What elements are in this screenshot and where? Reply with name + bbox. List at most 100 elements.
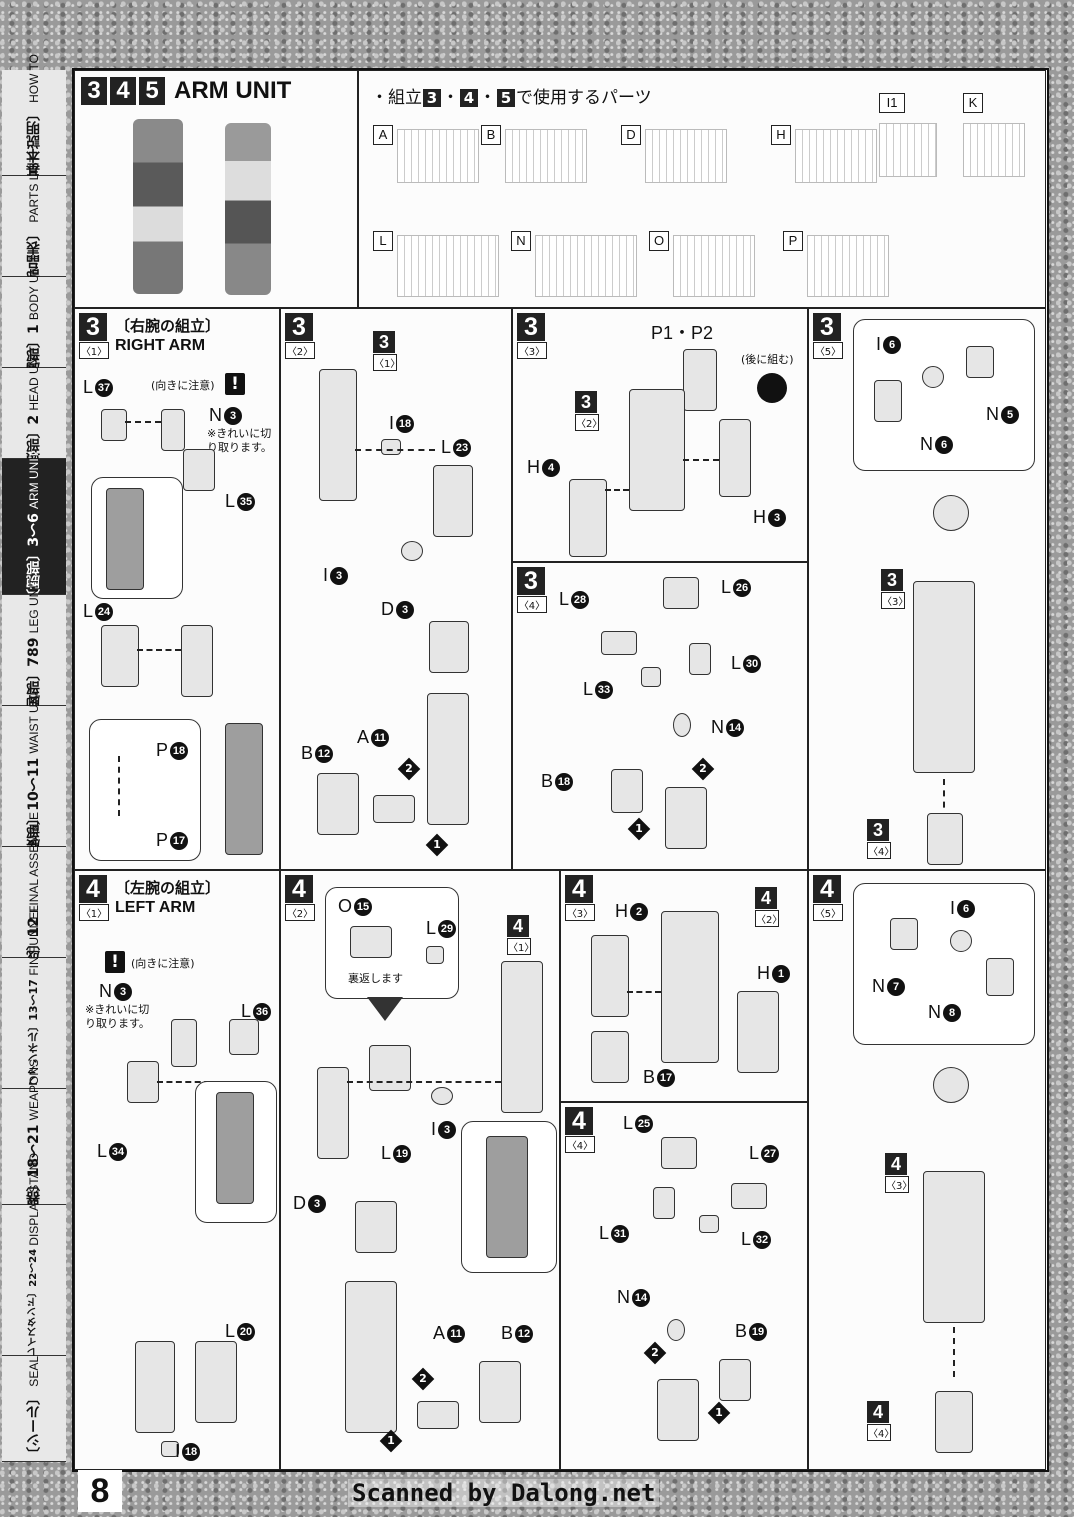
- order-mark-1: 1: [707, 1401, 731, 1425]
- step-header: 4〈5〉: [813, 875, 843, 921]
- arm-part: [427, 693, 469, 825]
- ref-sub: 〈3〉: [881, 592, 908, 609]
- step-number: 5: [139, 77, 165, 105]
- tab-en: HOW TO: [27, 53, 41, 103]
- arm-part: [653, 1187, 675, 1219]
- runner-image: [795, 129, 877, 183]
- order-mark-2: 2: [643, 1341, 667, 1365]
- page-title: ARM UNIT: [174, 77, 292, 104]
- arm-part: [731, 1183, 767, 1209]
- tab-weapons[interactable]: 〔武器〕18〜21 WEAPONS: [2, 1059, 66, 1234]
- tab-arm-unit[interactable]: 〔腕部〕3〜6 ARM UNIT: [2, 451, 66, 602]
- tab-en: HEAD UNIT: [27, 345, 41, 411]
- section-title: 3 4 5 ARM UNIT: [81, 77, 291, 105]
- step-box: 5: [497, 89, 515, 107]
- arm-part: [950, 930, 972, 952]
- arm-part: [429, 621, 469, 673]
- arm-part: [689, 643, 711, 675]
- step-header: 4〈4〉: [565, 1107, 595, 1153]
- runner-image: [645, 129, 727, 183]
- arm-part: [431, 1087, 453, 1105]
- tab-leg-unit[interactable]: 〔脚部〕789 LEG UNIT: [2, 578, 66, 722]
- tab-seal[interactable]: 〔シール〕 SEAL: [2, 1356, 66, 1462]
- step-sub: 〈3〉: [565, 904, 595, 921]
- left-arm-photo: [225, 123, 271, 295]
- tab-body-unit[interactable]: 〔胸部〕1 BODY UNIT: [2, 255, 66, 390]
- assembly-line: [347, 1081, 501, 1083]
- reference-step: 3〈2〉: [575, 391, 602, 431]
- step-sub: 〈1〉: [79, 342, 109, 359]
- arm-part: [319, 369, 357, 501]
- runner-image: [397, 235, 499, 297]
- runner-label: I1: [879, 93, 905, 113]
- later-assembly-icon: [757, 373, 787, 403]
- assembly-line: [125, 421, 161, 423]
- step-header: 4〈2〉: [285, 875, 315, 921]
- step-sub: 〈1〉: [79, 904, 109, 921]
- ref-sub: 〈2〉: [755, 910, 782, 927]
- tab-head-unit[interactable]: 〔頭部〕2 HEAD UNIT: [2, 346, 66, 480]
- assembly-line: [953, 1327, 955, 1377]
- arm-part: [663, 577, 699, 609]
- ref-number: 4: [867, 1401, 889, 1423]
- tab-display-stand[interactable]: 〔ディスプレイスタンド〕22〜24 DISPLAY STAND: [2, 1153, 66, 1407]
- arm-part: [661, 911, 719, 1063]
- ref-number: 3: [867, 819, 889, 841]
- arm-part: [229, 1019, 259, 1055]
- arm-part: [927, 813, 963, 865]
- tab-en: LEG UNIT: [27, 577, 41, 633]
- arm-part: [183, 449, 215, 491]
- step-number: 4: [813, 875, 841, 903]
- step-sub: 〈5〉: [813, 904, 843, 921]
- part-label: P1・P2: [651, 323, 714, 343]
- tab-final-assemble[interactable]: 〔完成〕12 FINAL ASSEMBLE: [2, 812, 66, 992]
- ref-number: 4: [755, 887, 777, 909]
- step-number: 3: [79, 313, 107, 341]
- arm-part: [127, 1061, 159, 1103]
- tab-fin-funnel[interactable]: 〔フィン・ファンネル〕13〜17 FIN FUNNEL: [2, 905, 66, 1141]
- ref-number: 3: [575, 391, 597, 413]
- order-mark-1: 1: [379, 1429, 403, 1453]
- arm-part: [161, 409, 185, 451]
- arm-part: [225, 723, 263, 855]
- runner-image: [505, 129, 587, 183]
- tab-waist-unit[interactable]: 〔腰部〕10〜11 WAIST UNIT: [2, 685, 66, 867]
- ref-sub: 〈1〉: [507, 938, 534, 955]
- step-number: 3: [81, 77, 107, 105]
- runner-image: [535, 235, 637, 297]
- tab-parts-list[interactable]: 〔部品表〕 PARTS LIST: [2, 155, 66, 297]
- step-title-en: RIGHT ARM: [115, 337, 206, 354]
- arm-part: [161, 1441, 179, 1457]
- arm-part: [611, 769, 643, 813]
- tab-jp: 〔シール〕: [26, 1390, 42, 1461]
- tab-how-to[interactable]: 〔基本説明〕 HOW TO: [2, 54, 66, 191]
- step-sub: 〈5〉: [813, 342, 843, 359]
- step-sub: 〈4〉: [565, 1136, 595, 1153]
- ref-sub: 〈4〉: [867, 842, 894, 859]
- step-header: 4〈1〉: [79, 875, 109, 921]
- order-mark-2: 2: [411, 1367, 435, 1391]
- step-sub: 〈2〉: [285, 342, 315, 359]
- arm-part: [317, 773, 359, 835]
- arm-part: [699, 1215, 719, 1233]
- runner-image: [673, 235, 755, 297]
- arm-part: [591, 935, 629, 1017]
- step-header: 3〈4〉: [517, 567, 547, 613]
- order-mark-1: 1: [627, 817, 651, 841]
- arm-part: [195, 1341, 237, 1423]
